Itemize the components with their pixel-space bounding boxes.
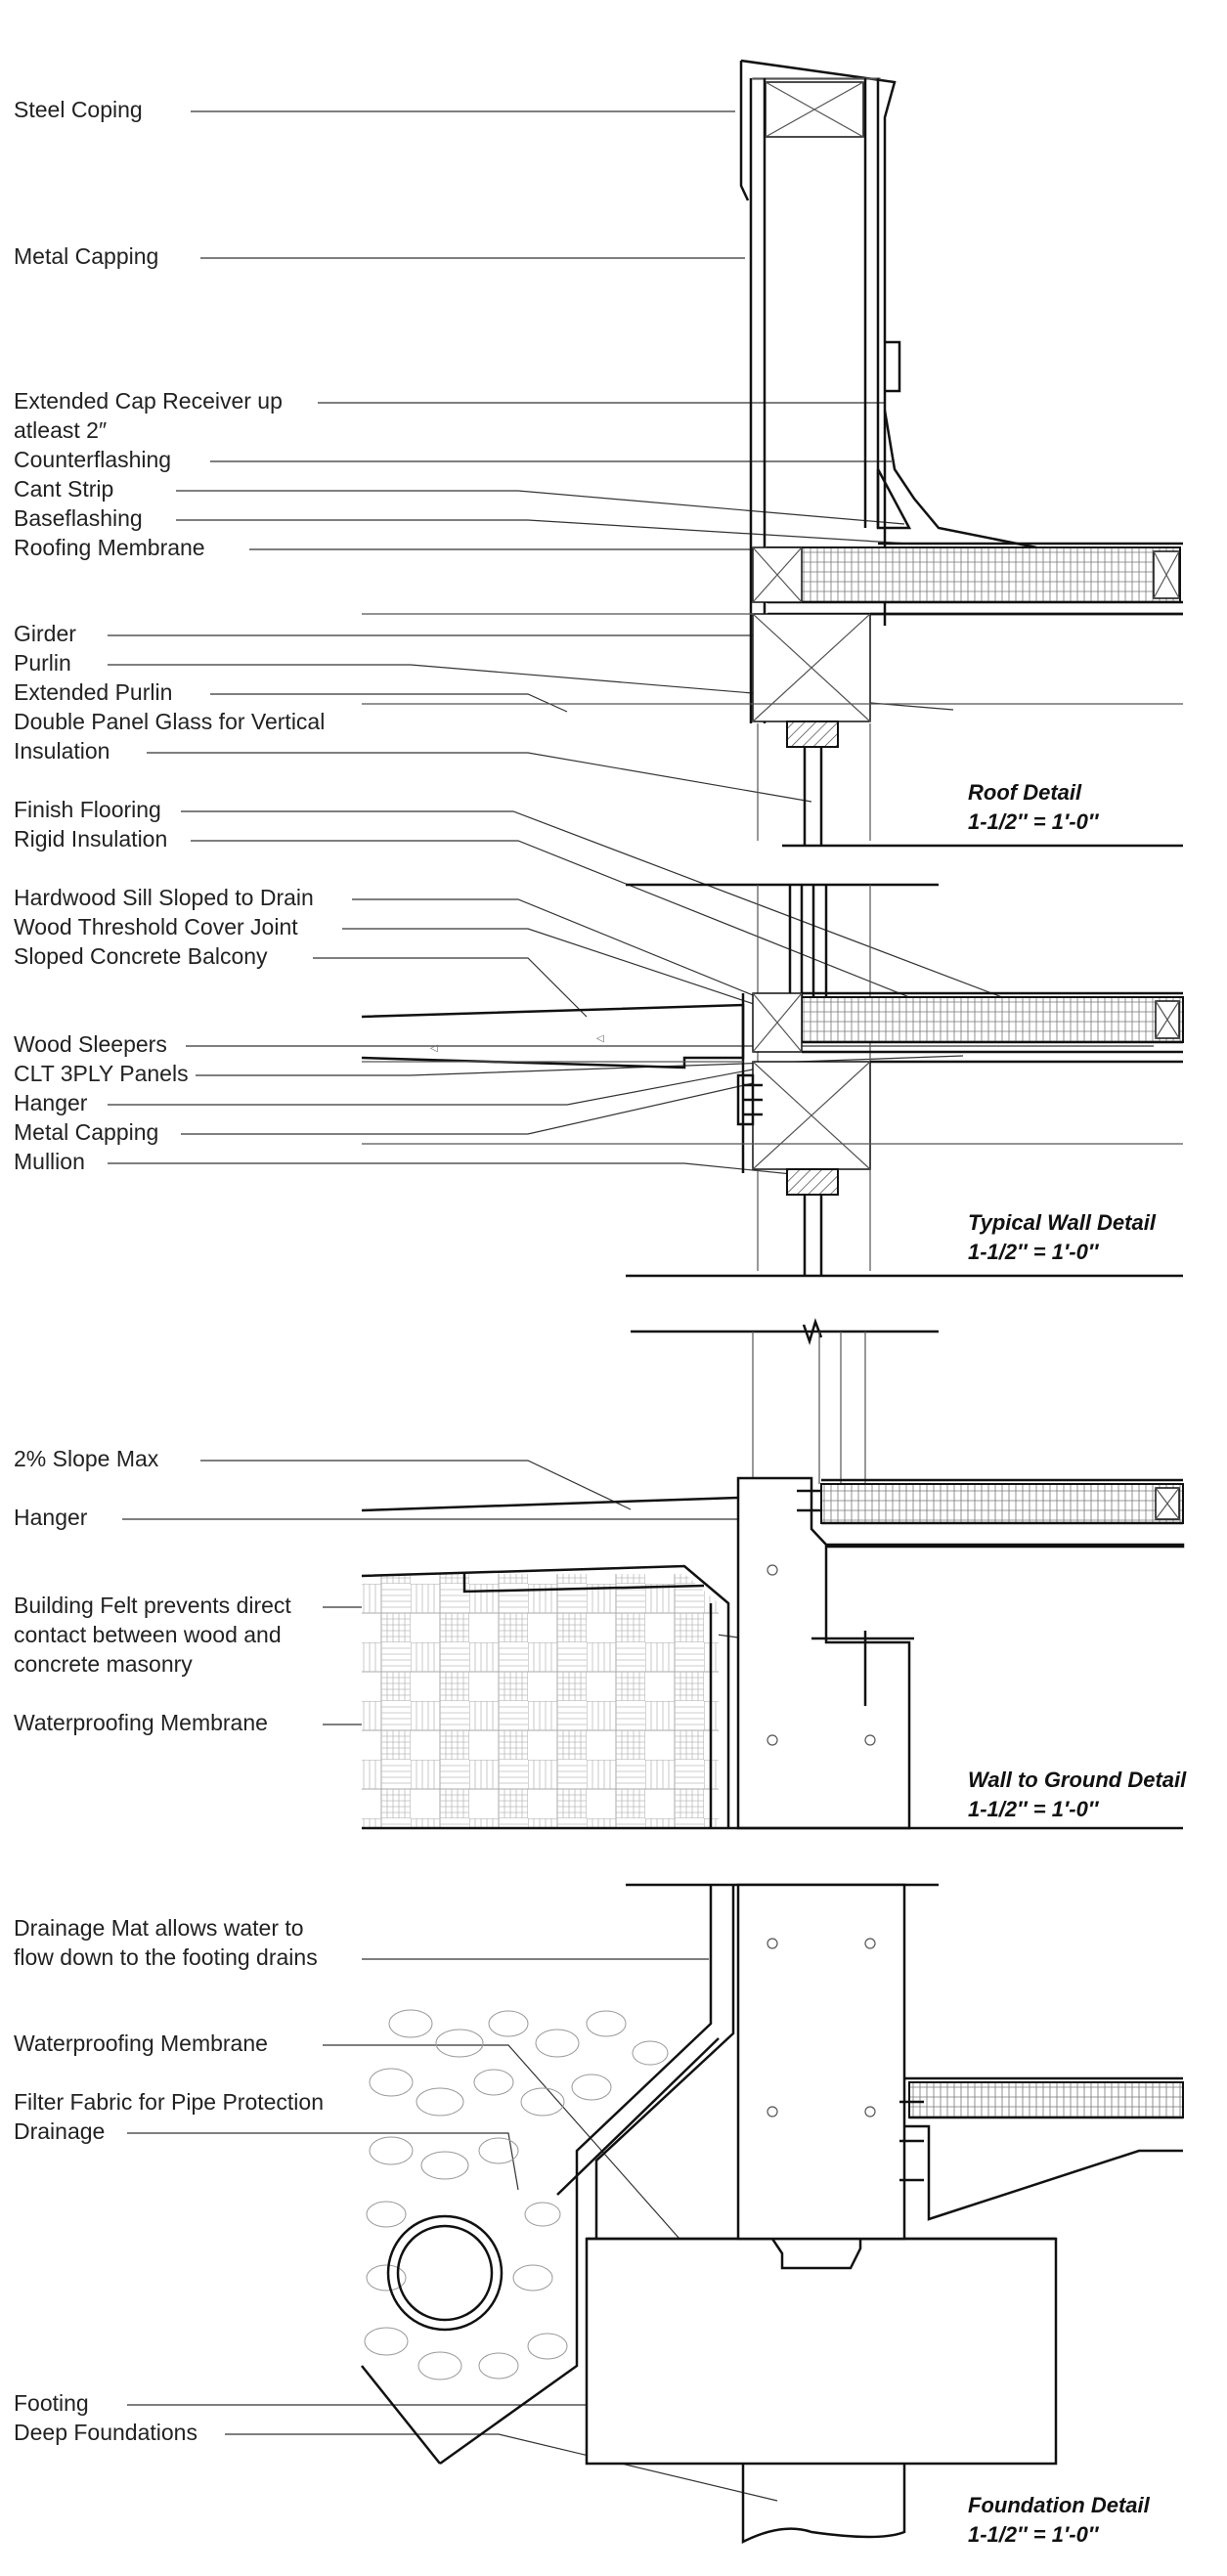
label-waterproofing-membrane-2: Waterproofing Membrane [14,2030,268,2056]
leader-hardwood-sill [352,898,759,998]
label-drainage: Drainage [14,2118,105,2144]
leader-rigid-insulation [191,840,940,1010]
label-roofing-membrane: Roofing Membrane [14,535,205,560]
leader-hanger [108,1069,754,1106]
soil-area [362,1574,719,1828]
leader-cant-strip [176,490,905,525]
label-hardwood-sill: Hardwood Sill Sloped to Drain [14,885,314,910]
leader-waterproofing-membrane-2 [323,2044,695,2256]
deep-foundation-pile [741,2464,906,2545]
foundation-detail: Foundation Detail 1-1/2″ = 1′-0″ [361,1883,1184,2547]
leader-double-panel-glass [147,752,812,803]
label-wood-sleepers: Wood Sleepers [14,1031,167,1057]
wall-mullion [786,1168,839,1196]
foundation-wall-lower [736,1883,906,2241]
counterflashing-detail [883,340,1037,549]
gravel-fill [364,2009,669,2380]
wall-to-ground-detail-title: Wall to Ground Detail [968,1768,1187,1792]
leader-sloped-concrete-balcony [313,957,588,1018]
leader-lines [108,110,1154,2502]
ground-floor-insulation [820,1483,1184,1524]
label-metal-capping-2: Metal Capping [14,1119,158,1145]
leader-baseflashing [176,519,910,545]
label-mullion: Mullion [14,1149,85,1174]
leader-filter-fabric [127,2132,519,2191]
basement-slab-insulation [908,2081,1184,2118]
wall-to-ground-detail-scale: 1-1/2″ = 1′-0″ [968,1797,1100,1821]
label-building-felt: Building Felt prevents direct [14,1593,291,1618]
label-cant-strip: Cant Strip [14,476,113,502]
roof-detail: Roof Detail 1-1/2″ = 1′-0″ [362,59,1183,848]
leader-deep-foundations [225,2433,778,2502]
label-sloped-concrete-balcony: Sloped Concrete Balcony [14,943,268,969]
label-hanger-2: Hanger [14,1505,88,1530]
balcony-slab [361,1003,745,1070]
label-steel-coping: Steel Coping [14,97,143,122]
roof-mullion [786,720,839,748]
label-building-felt-2: contact between wood and [14,1622,282,1647]
label-drainage-mat-2: flow down to the footing drains [14,1944,318,1970]
callout-labels: Steel Coping Metal Capping Extended Cap … [14,97,325,2445]
label-extended-purlin: Extended Purlin [14,679,172,705]
drain-pipe [386,2214,504,2332]
wall-to-ground-detail: Wall to Ground Detail 1-1/2″ = 1′-0″ [361,1318,1187,1830]
leader-wood-threshold [342,928,764,1008]
label-rigid-insulation: Rigid Insulation [14,826,167,851]
sill-plate [811,1631,914,1706]
label-hanger: Hanger [14,1090,88,1115]
wall-hanger [736,1073,763,1126]
typical-wall-detail-scale: 1-1/2″ = 1′-0″ [968,1240,1100,1264]
label-baseflashing: Baseflashing [14,505,143,531]
label-building-felt-3: concrete masonry [14,1651,193,1677]
roof-insulation [767,546,1181,603]
typical-wall-detail-title: Typical Wall Detail [968,1210,1157,1235]
label-footing: Footing [14,2390,89,2416]
leader-slope-max [200,1460,632,1510]
roof-detail-title: Roof Detail [968,780,1082,805]
label-clt-panels: CLT 3PLY Panels [14,1061,189,1086]
svg-text:◁: ◁ [596,1033,604,1044]
label-double-panel-glass: Double Panel Glass for Vertical [14,709,325,734]
label-wood-threshold: Wood Threshold Cover Joint [14,914,298,939]
basement-hanger [899,2100,924,2182]
steel-coping [739,59,897,626]
label-extended-cap-receiver: Extended Cap Receiver up [14,388,283,414]
label-metal-capping: Metal Capping [14,243,158,269]
label-extended-cap-receiver-2: atleast 2″ [14,417,107,443]
label-purlin: Purlin [14,650,71,676]
leader-mullion [108,1162,803,1176]
foundation-detail-scale: 1-1/2″ = 1′-0″ [968,2522,1100,2547]
label-deep-foundations: Deep Foundations [14,2420,197,2445]
parapet-wall [749,78,880,723]
svg-text:◁: ◁ [430,1043,438,1054]
label-counterflashing: Counterflashing [14,447,171,472]
leader-finish-flooring [181,810,1003,998]
foundation-detail-title: Foundation Detail [968,2493,1151,2517]
cant-strip-detail [876,468,912,530]
label-slope-max: 2% Slope Max [14,1446,159,1471]
label-waterproofing-membrane: Waterproofing Membrane [14,1710,268,1735]
label-double-panel-glass-2: Insulation [14,738,110,764]
roof-detail-scale: 1-1/2″ = 1′-0″ [968,809,1100,834]
label-girder: Girder [14,621,76,646]
floor-insulation [801,996,1184,1043]
footing [585,2237,1058,2466]
leader-extended-purlin [210,693,568,713]
typical-wall-detail: ◁ ◁ Typical Wall Detail 1-1/2″ = 1′-0″ [361,883,1184,1278]
label-filter-fabric: Filter Fabric for Pipe Protection [14,2089,324,2115]
label-finish-flooring: Finish Flooring [14,797,161,822]
label-drainage-mat: Drainage Mat allows water to [14,1915,304,1941]
leader-metal-capping-2 [181,1082,754,1135]
